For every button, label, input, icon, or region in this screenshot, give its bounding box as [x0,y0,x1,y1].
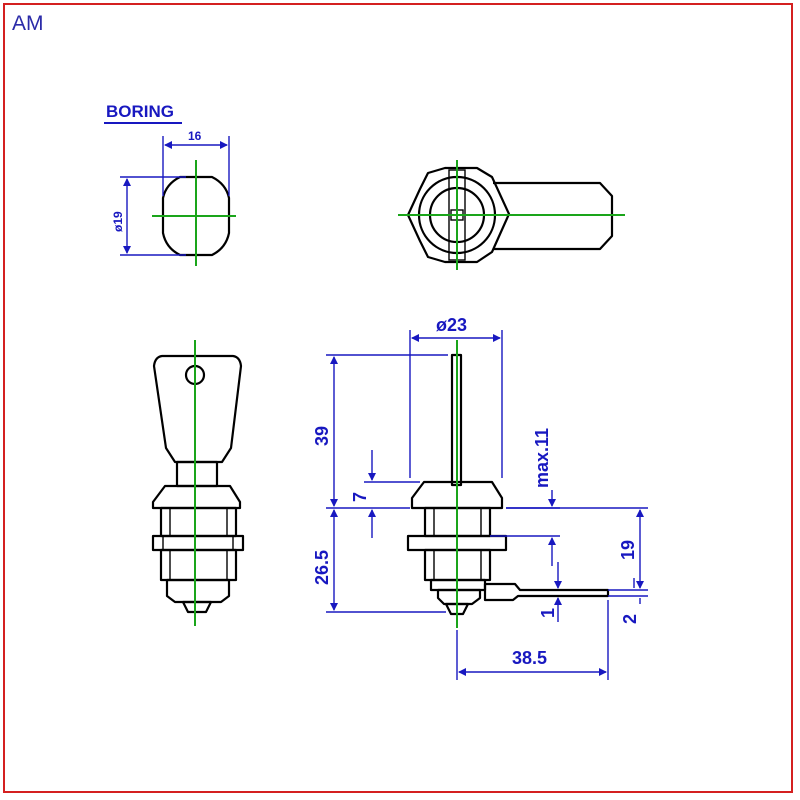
dim-body-height: 26.5 [312,550,332,585]
front-flange [151,484,242,510]
dim-height-top: 39 [312,426,332,446]
drawing-border [3,3,793,793]
side-cam-hub [436,588,482,606]
model-code: AM [12,12,44,35]
front-thread-upper [159,506,238,538]
side-view: ø23 39 7 max.11 26.5 19 [312,315,648,680]
boring-view: BORING 16 ø19 [104,102,236,266]
dim-boring-width: 16 [188,129,202,143]
dim-cam-thickness-2: 2 [620,614,640,624]
dim-cam-offset: 19 [618,540,638,560]
dim-flange-height: 7 [350,492,370,502]
top-view [398,160,625,270]
side-screw [444,602,470,616]
side-flange [410,480,504,510]
boring-outline [161,175,231,257]
boring-title: BORING [106,102,174,121]
key-shank [175,460,219,488]
cam-blade [483,582,610,602]
front-cylinder-end [165,578,231,604]
dim-boring-diameter: ø19 [111,211,125,232]
front-nut [151,534,245,552]
front-view [151,340,245,626]
front-thread-lower [159,548,238,582]
dim-cam-thickness-1: 1 [538,608,558,618]
key-bow [152,354,243,464]
front-screw [181,600,213,614]
dim-cam-length: 38.5 [512,648,547,668]
dim-flange-diameter: ø23 [436,315,467,335]
dim-cam-max: max.11 [532,428,552,488]
